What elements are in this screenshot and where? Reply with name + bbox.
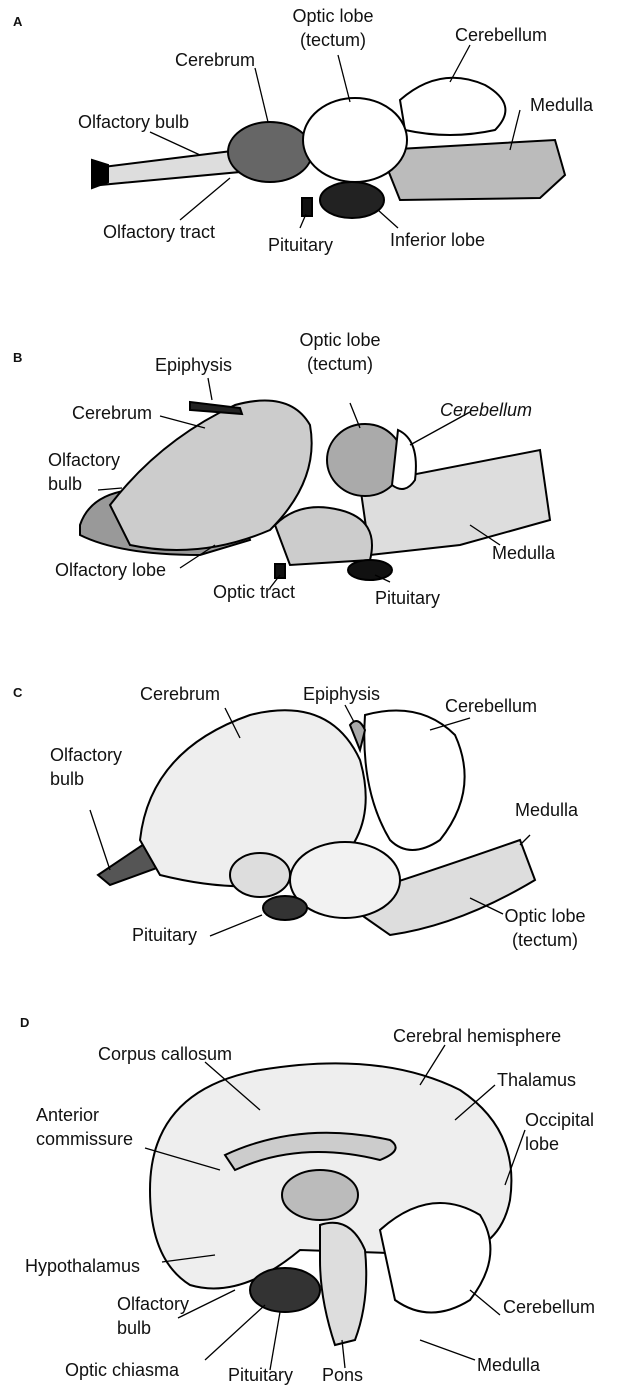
label-optic-lobe-line1: Optic lobe bbox=[283, 6, 383, 27]
panel-letter-a: A bbox=[13, 14, 22, 29]
label-pituitary: Pituitary bbox=[375, 588, 440, 609]
label-olfactory-bulb-line1: Olfactory bbox=[50, 745, 122, 766]
label-olfactory-bulb-line2: bulb bbox=[50, 769, 84, 790]
label-optic-lobe-line2: (tectum) bbox=[495, 930, 595, 951]
label-optic-lobe-line1: Optic lobe bbox=[495, 906, 595, 927]
olfactory-tract-shape bbox=[95, 150, 245, 185]
optic-lobe-shape bbox=[303, 98, 407, 182]
label-olfactory-tract: Olfactory tract bbox=[103, 222, 215, 243]
label-medulla: Medulla bbox=[492, 543, 555, 564]
label-pituitary: Pituitary bbox=[228, 1365, 293, 1386]
label-olfactory-bulb-line2: bulb bbox=[48, 474, 82, 495]
diencephalon-shape bbox=[230, 853, 290, 897]
label-optic-lobe-line1: Optic lobe bbox=[290, 330, 390, 351]
label-cerebral-hemisphere: Cerebral hemisphere bbox=[393, 1026, 561, 1047]
label-medulla: Medulla bbox=[515, 800, 578, 821]
inferior-lobe-shape bbox=[320, 182, 384, 218]
label-olfactory-bulb-line2: bulb bbox=[117, 1318, 151, 1339]
pituitary-shape bbox=[348, 560, 392, 580]
label-occipital-lobe-line2: lobe bbox=[525, 1134, 559, 1155]
label-cerebrum: Cerebrum bbox=[175, 50, 255, 71]
thalamus-shape bbox=[282, 1170, 358, 1220]
cerebrum-shape bbox=[228, 122, 312, 182]
label-optic-tract: Optic tract bbox=[213, 582, 295, 603]
pituitary-shape bbox=[302, 198, 312, 216]
label-optic-lobe-line2: (tectum) bbox=[290, 354, 390, 375]
pons-medulla-shape bbox=[320, 1223, 366, 1345]
label-anterior-commissure-line1: Anterior bbox=[36, 1105, 99, 1126]
label-epiphysis: Epiphysis bbox=[303, 684, 380, 705]
label-medulla: Medulla bbox=[530, 95, 593, 116]
label-hypothalamus: Hypothalamus bbox=[25, 1256, 140, 1277]
label-pituitary: Pituitary bbox=[268, 235, 333, 256]
human-brain-drawing bbox=[0, 1000, 623, 1387]
label-optic-chiasma: Optic chiasma bbox=[65, 1360, 179, 1381]
diencephalon-shape bbox=[275, 507, 372, 565]
label-olfactory-lobe: Olfactory lobe bbox=[55, 560, 166, 581]
epiphysis-shape bbox=[190, 402, 242, 414]
cerebellum-shape bbox=[364, 711, 464, 851]
label-pituitary: Pituitary bbox=[132, 925, 197, 946]
label-olfactory-bulb: Olfactory bulb bbox=[78, 112, 189, 133]
label-inferior-lobe: Inferior lobe bbox=[390, 230, 485, 251]
label-occipital-lobe-line1: Occipital bbox=[525, 1110, 594, 1131]
panel-b: B Optic lobe (tectum) Epiphysis Cerebrum… bbox=[0, 320, 623, 640]
panel-letter-c: C bbox=[13, 685, 22, 700]
medulla-shape bbox=[380, 140, 565, 200]
label-cerebrum: Cerebrum bbox=[140, 684, 220, 705]
label-anterior-commissure-line2: commissure bbox=[36, 1129, 133, 1150]
label-cerebrum: Cerebrum bbox=[72, 403, 152, 424]
olfactory-bulb-tip bbox=[92, 160, 108, 188]
pituitary-shape bbox=[250, 1268, 320, 1312]
cerebellum-shape bbox=[400, 78, 505, 135]
pituitary-shape bbox=[263, 896, 307, 920]
label-pons: Pons bbox=[322, 1365, 363, 1386]
panel-c: C Cerebrum Epiphysis Cerebellum Olfactor… bbox=[0, 670, 623, 970]
cerebellum-shape bbox=[380, 1203, 490, 1313]
panel-d: D Corpus callosum Cerebral hemisphere Th… bbox=[0, 1000, 623, 1387]
label-cerebellum: Cerebellum bbox=[455, 25, 547, 46]
label-medulla: Medulla bbox=[477, 1355, 540, 1376]
panel-a: A Optic lobe (tectum) Cerebellum Cerebru… bbox=[0, 0, 623, 300]
label-epiphysis: Epiphysis bbox=[155, 355, 232, 376]
label-thalamus: Thalamus bbox=[497, 1070, 576, 1091]
label-cerebellum: Cerebellum bbox=[503, 1297, 595, 1318]
label-corpus-callosum: Corpus callosum bbox=[98, 1044, 232, 1065]
panel-letter-b: B bbox=[13, 350, 22, 365]
label-cerebellum: Cerebellum bbox=[440, 400, 532, 421]
label-optic-lobe-line2: (tectum) bbox=[283, 30, 383, 51]
label-olfactory-bulb-line1: Olfactory bbox=[117, 1294, 189, 1315]
label-cerebellum: Cerebellum bbox=[445, 696, 537, 717]
panel-letter-d: D bbox=[20, 1015, 29, 1030]
label-olfactory-bulb-line1: Olfactory bbox=[48, 450, 120, 471]
